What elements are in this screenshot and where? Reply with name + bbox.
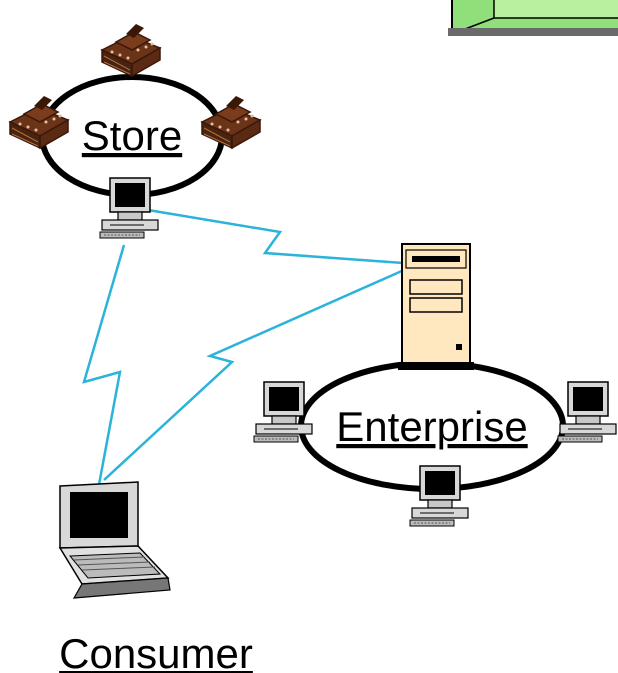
laptop-computer-icon	[58, 481, 171, 599]
network-links	[82, 208, 405, 491]
enterprise-label: Enterprise	[336, 403, 527, 450]
cash-register-icon	[101, 23, 161, 77]
green-box	[448, 0, 618, 36]
link-consumer-enterprise	[103, 268, 405, 481]
desktop-computer-icon	[557, 381, 617, 443]
store-label: Store	[82, 112, 182, 159]
link-store-consumer	[82, 244, 126, 491]
consumer-label: Consumer	[59, 630, 253, 673]
server-tower-icon	[398, 243, 474, 370]
link-store-enterprise	[147, 208, 404, 265]
desktop-computer-icon	[253, 381, 313, 443]
